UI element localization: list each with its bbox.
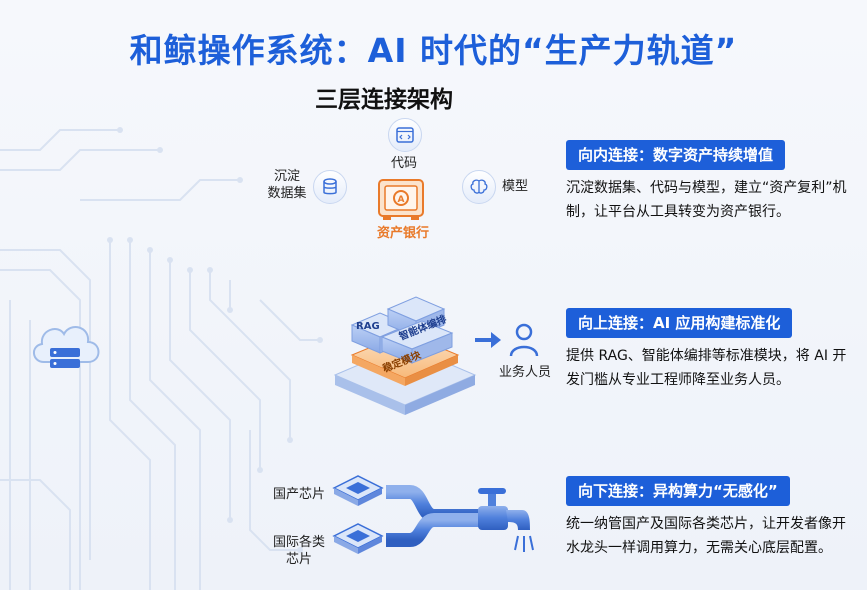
section-upward-desc: 提供 RAG、智能体编排等标准模块，将 AI 开发门槛从专业工程师降至业务人员。 bbox=[566, 348, 847, 388]
section-upward-tag: 向上连接：AI 应用构建标准化 bbox=[566, 308, 793, 338]
architecture-subtitle: 三层连接架构 bbox=[315, 87, 453, 113]
module-platform-illustration bbox=[333, 296, 477, 415]
user-icon bbox=[509, 323, 539, 357]
cloud-server-icon bbox=[33, 326, 100, 368]
section-inward-desc: 沉淀数据集、代码与模型，建立“资产复利”机制，让平台从工具转变为资产银行。 bbox=[566, 180, 847, 220]
business-user-label: 业务人员 bbox=[498, 365, 551, 380]
section-downward-tag: 向下连接：异构算力“无感化” bbox=[566, 476, 790, 506]
page-title: 和鲸操作系统：AI 时代的“生产力轨道” bbox=[129, 31, 738, 70]
faucet-icon bbox=[478, 488, 534, 552]
code-label: 代码 bbox=[390, 156, 417, 171]
code-icon bbox=[388, 118, 422, 152]
compute-pipeline-illustration bbox=[332, 475, 534, 554]
database-icon bbox=[313, 170, 347, 204]
dataset-label: 沉淀 数据集 bbox=[267, 169, 307, 201]
block-label-rag: RAG bbox=[356, 321, 380, 332]
chip-icon bbox=[332, 523, 384, 554]
asset-bank-label: 资产银行 bbox=[376, 226, 429, 241]
intl-chip-label: 国际各类 芯片 bbox=[272, 535, 325, 567]
section-inward-tag: 向内连接：数字资产持续增值 bbox=[566, 140, 786, 170]
domestic-chip-label: 国产芯片 bbox=[272, 487, 325, 502]
safe-icon: A bbox=[378, 179, 424, 220]
chip-icon bbox=[332, 475, 384, 506]
arrow-right-icon bbox=[475, 332, 501, 348]
section-downward-desc: 统一纳管国产及国际各类芯片，让开发者像开水龙头一样调用算力，无需关心底层配置。 bbox=[566, 516, 846, 556]
brain-icon bbox=[462, 170, 496, 204]
svg-text:A: A bbox=[398, 195, 405, 205]
model-label: 模型 bbox=[501, 179, 528, 194]
